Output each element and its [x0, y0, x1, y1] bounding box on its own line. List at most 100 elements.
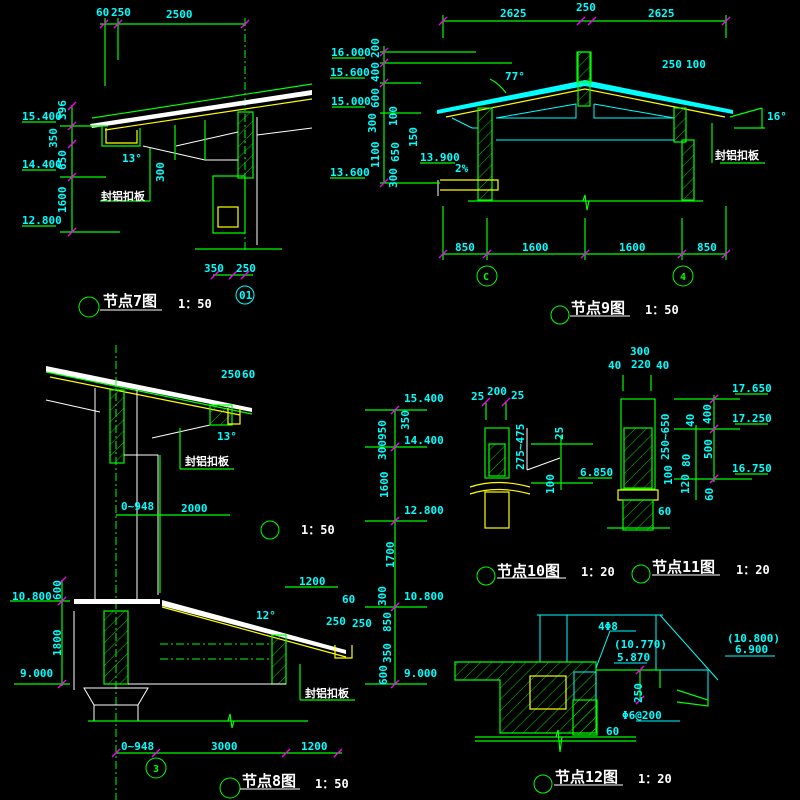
dim-label: 250 [576, 1, 596, 14]
dim-label: 250 [632, 683, 645, 703]
detail-title: 节点9图 [571, 299, 625, 317]
detail-scale: 1：20 [581, 565, 615, 579]
dim-label: 1600 [522, 241, 549, 254]
detail-7-geometry [22, 18, 313, 318]
dim-label: 60 [703, 488, 716, 501]
detail-scale: 1：20 [736, 563, 770, 577]
dim-label: 1600 [56, 187, 69, 214]
elevation-label: 10.800 [12, 590, 52, 603]
note-label: 封铝扣板 [305, 686, 350, 700]
note-label: 封铝扣板 [185, 454, 230, 468]
dim-label: 40 [684, 414, 697, 427]
dim-label: 60 [606, 725, 619, 738]
dim-label: 650 [56, 150, 69, 170]
dim-label: 100 [686, 58, 706, 71]
dim-label: 1200 [299, 575, 326, 588]
dim-label: 40 [608, 359, 621, 372]
dim-label: 1100 [369, 142, 382, 169]
elevation-label: 15.400 [404, 392, 444, 405]
detail-title: 节点11图 [652, 558, 715, 576]
detail-12-geometry [454, 614, 775, 794]
dim-label: 275~475 [514, 424, 527, 470]
elevation-label: 17.250 [732, 412, 772, 425]
elevation-label: 15.600 [330, 66, 370, 79]
dim-label: 100 [662, 465, 675, 485]
angle-label: 77° [505, 70, 525, 83]
dim-label: 25 [511, 389, 524, 402]
elevation-label: 5.870 [617, 651, 650, 664]
dim-label: 2625 [500, 7, 527, 20]
dim-label: 2500 [166, 8, 193, 21]
dim-label: 200 [369, 38, 382, 58]
dim-label: 650 [389, 142, 402, 162]
dim-label: 220 [631, 358, 651, 371]
detail-10-11-geometry [469, 375, 768, 586]
dim-label: 25 [553, 427, 566, 440]
elevation-label: 16.750 [732, 462, 772, 475]
angle-label: 12° [256, 609, 276, 622]
detail-title: 节点12图 [555, 768, 618, 786]
note-label: 封铝扣板 [715, 148, 760, 162]
elevation-label: 16.000 [331, 46, 371, 59]
dim-label: 250 [111, 6, 131, 19]
elevation-label: 13.900 [420, 151, 460, 164]
elevation-label: 14.400 [22, 158, 62, 171]
axis-circle-label: 3 [153, 764, 159, 775]
angle-label: 13° [217, 430, 237, 443]
detail-title: 节点10图 [497, 562, 560, 580]
detail-title: 节点7图 [103, 292, 157, 310]
dim-label: 600 [51, 580, 64, 600]
elevation-label: 15.000 [331, 95, 371, 108]
dim-label: 60 [342, 593, 355, 606]
detail-title: 节点8图 [242, 772, 296, 790]
reference-circle-label: 01 [239, 289, 253, 302]
dim-label: 1700 [384, 542, 397, 569]
elevation-label: 14.400 [404, 434, 444, 447]
elevation-label: 9.000 [404, 667, 437, 680]
dim-label: 600 [369, 88, 382, 108]
axis-circle-label: 4 [680, 272, 686, 283]
dim-label: 0~948 [121, 500, 154, 513]
detail-9-geometry [330, 15, 765, 325]
dim-label: 150 [407, 127, 420, 147]
note-label: 封铝扣板 [101, 189, 146, 203]
dim-label: 300 [376, 440, 389, 460]
dim-label: 100 [387, 106, 400, 126]
axis-circle-label: C [483, 272, 489, 283]
detail-scale: 1：50 [178, 297, 212, 311]
dim-label: 60 [242, 368, 255, 381]
dim-label: 300 [154, 162, 167, 182]
dim-label: 200 [487, 385, 507, 398]
dim-label: 850 [455, 241, 475, 254]
rebar-label: 4Φ8 [598, 620, 618, 633]
dim-label: 350 [399, 410, 412, 430]
dim-label: 250 [662, 58, 682, 71]
dim-label: 120 [679, 474, 692, 494]
elevation-label: 10.800 [404, 590, 444, 603]
dim-label: 40 [656, 359, 669, 372]
elevation-label: (10.800) [727, 632, 780, 645]
elevation-label: 17.650 [732, 382, 772, 395]
stirrup-label: Φ6@200 [622, 709, 662, 722]
dim-label: 300 [376, 586, 389, 606]
dim-label: 850 [381, 612, 394, 632]
dim-label: 300 [630, 345, 650, 358]
detail-scale: 1：20 [638, 772, 672, 786]
detail-8-geometry [10, 345, 427, 800]
detail-scale: 1：50 [301, 523, 335, 537]
dim-label: 250~650 [659, 414, 672, 460]
dim-label: 250 [221, 368, 241, 381]
dim-label: 400 [369, 62, 382, 82]
dim-label: 80 [680, 454, 693, 467]
elevation-label: 12.800 [404, 504, 444, 517]
dim-label: 3000 [211, 740, 238, 753]
dim-label: 300 [387, 168, 400, 188]
elevation-label: 13.600 [330, 166, 370, 179]
dim-label: 350 [204, 262, 224, 275]
dim-label: 60 [96, 6, 109, 19]
elevation-label: 6.900 [735, 643, 768, 656]
angle-label: 13° [122, 152, 142, 165]
dim-label: 1600 [378, 472, 391, 499]
dim-label: 400 [701, 404, 714, 424]
dim-label: 250 [326, 615, 346, 628]
